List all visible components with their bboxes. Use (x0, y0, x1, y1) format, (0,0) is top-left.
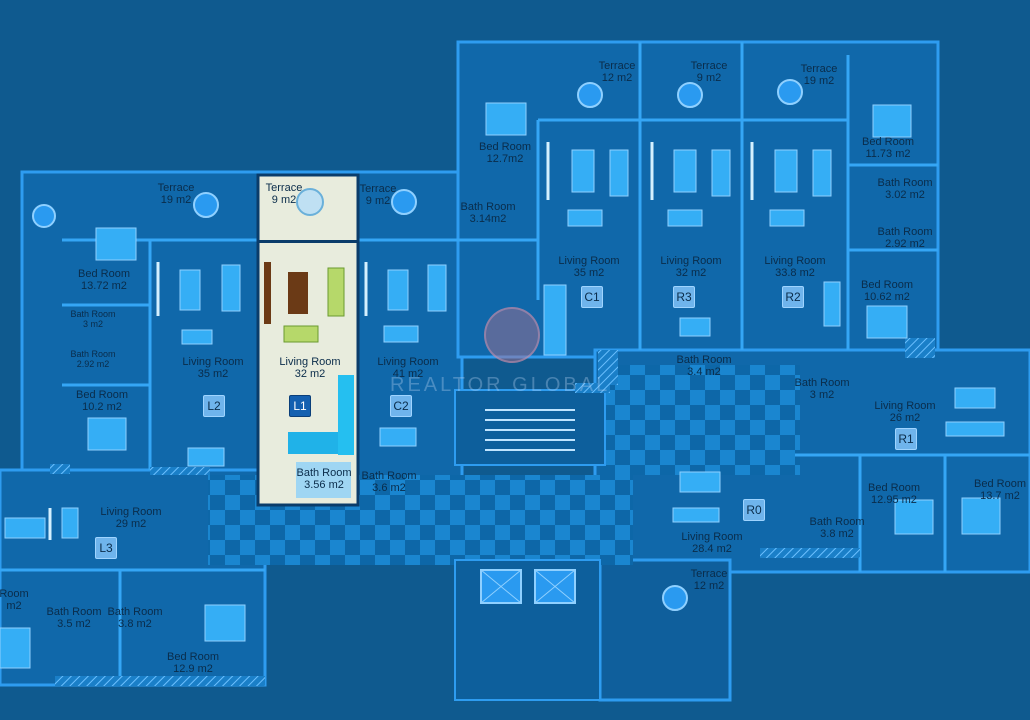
unit-badge-c1[interactable]: C1 (581, 286, 603, 308)
unit-badge-l2[interactable]: L2 (203, 395, 225, 417)
unit-badge-c2[interactable]: C2 (390, 395, 412, 417)
unit-badge-r2[interactable]: R2 (782, 286, 804, 308)
hatched-walls (50, 338, 935, 686)
unit-badge-r3[interactable]: R3 (673, 286, 695, 308)
watermark-logo-icon (484, 307, 540, 363)
terrace-furniture (32, 79, 803, 611)
unit-badge-l3[interactable]: L3 (95, 537, 117, 559)
unit-badge-r1[interactable]: R1 (895, 428, 917, 450)
furniture (0, 102, 1005, 669)
selected-apartment-l1 (256, 173, 360, 507)
watermark-text: REALTOR GLOBAL (390, 374, 611, 396)
windows (48, 142, 754, 540)
unit-badge-r0[interactable]: R0 (743, 499, 765, 521)
unit-badge-l1[interactable]: L1 (289, 395, 311, 417)
